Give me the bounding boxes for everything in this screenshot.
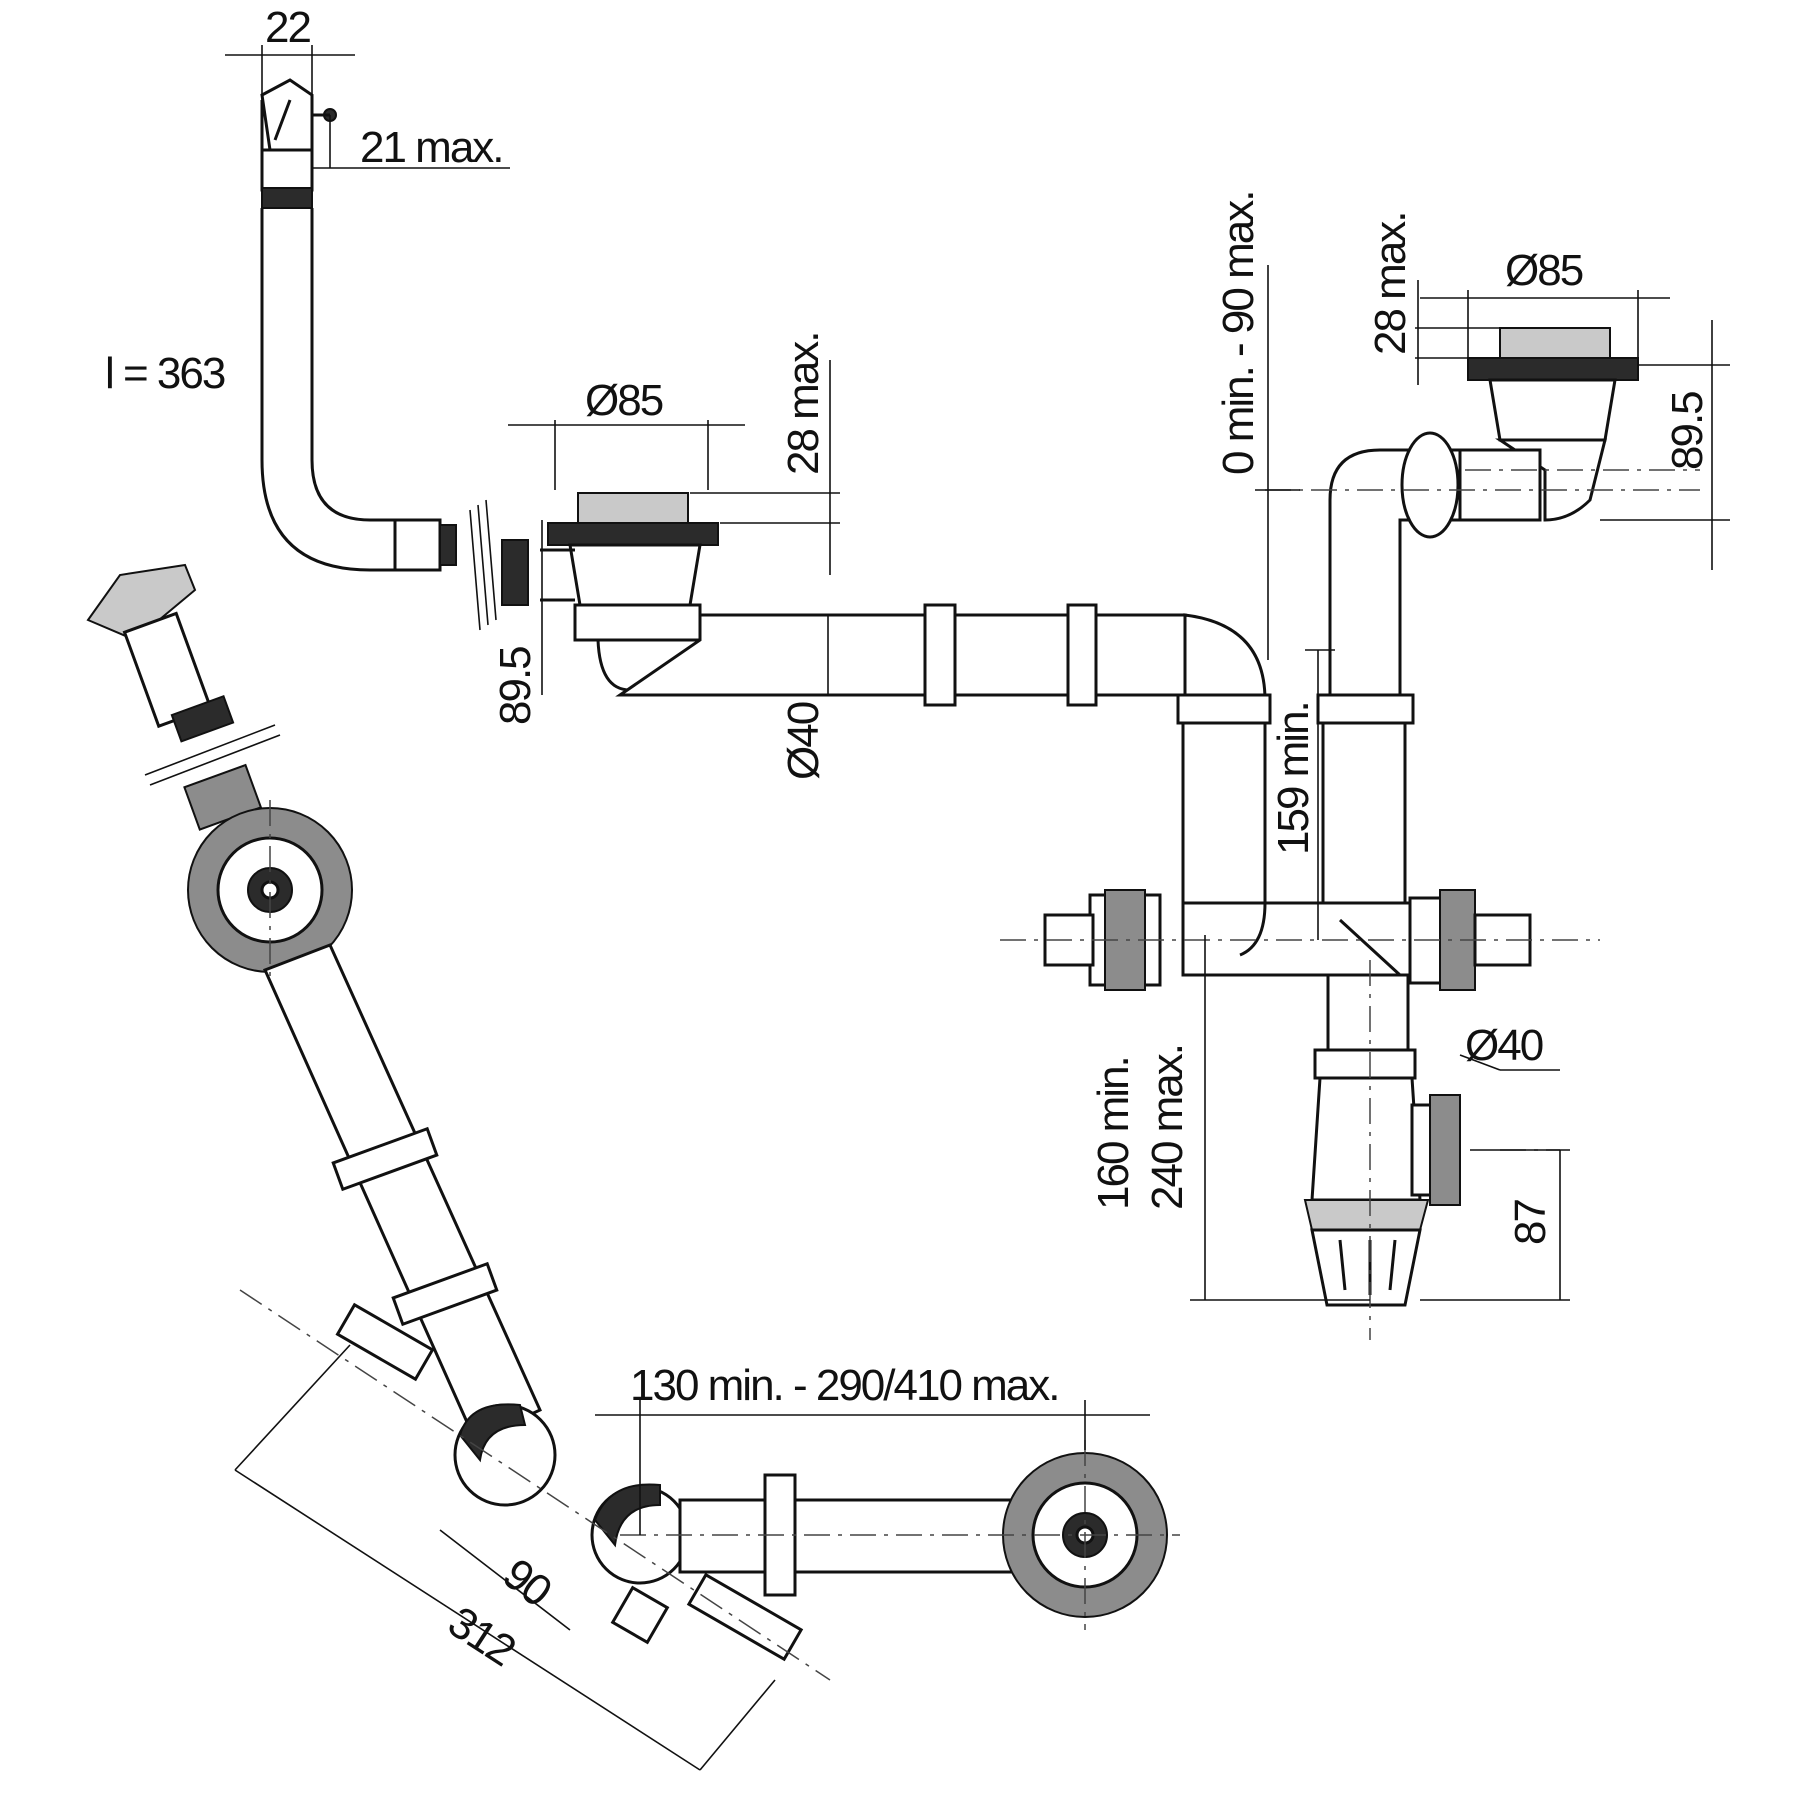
horizontal-waste-pipe [615,603,1267,722]
plan-view-assembly [86,563,1168,1662]
dim-diagonal-length: 312 [440,1597,524,1675]
dim-outlet-min: 160 min. [1089,1057,1138,1210]
dim-right-flange-height: 28 max. [1366,212,1415,355]
dim-horizontal-span: 130 min. - 290/410 max. [630,1361,1058,1410]
dim-right-strainer-dia: Ø85 [1505,246,1583,295]
overflow-assembly [260,78,529,631]
vertical-pipes [1176,693,1415,977]
dim-hose-length: l = 363 [105,349,225,398]
left-strainer-assembly [540,492,719,692]
dim-left-flange-height: 28 max. [779,332,828,475]
dimension-lines [225,45,1730,1771]
dim-outlet-max: 240 max. [1143,1045,1192,1210]
bottle-trap [1303,973,1461,1307]
dim-vertical-min: 159 min. [1269,702,1318,855]
dim-overflow-width: 22 [265,3,310,52]
right-riser-pipe [1328,431,1542,722]
dim-left-strainer-dia: Ø85 [585,376,663,425]
right-strainer-assembly [1467,327,1639,522]
dim-adjust-height: 0 min. - 90 max. [1214,192,1263,475]
dimension-labels: 22 21 max. l = 363 Ø85 28 max. 89.5 Ø40 … [105,3,1712,1675]
dim-pipe-dia-upper: Ø40 [779,702,828,780]
dim-left-strainer-depth: 89.5 [491,647,540,725]
dim-overflow-height: 21 max. [360,123,503,172]
dim-angle-offset: 90 [494,1549,560,1616]
dim-pipe-dia-lower: Ø40 [1465,1021,1543,1070]
dim-right-strainer-depth: 89.5 [1663,392,1712,470]
dim-trap-height: 87 [1506,1200,1555,1245]
